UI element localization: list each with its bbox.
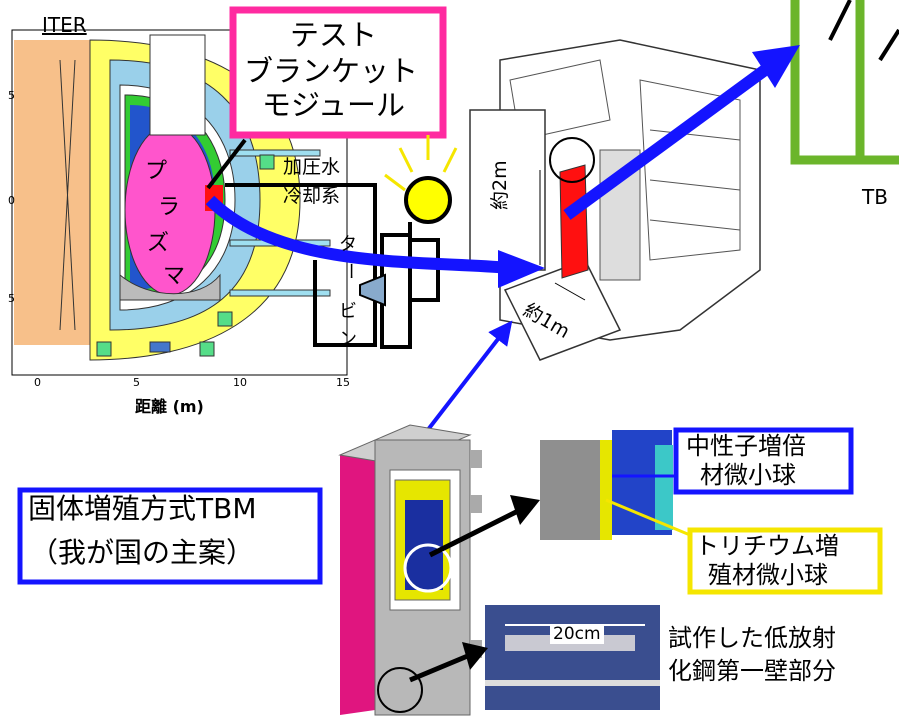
plasma-char: ズ bbox=[147, 231, 170, 256]
tbm-pipe bbox=[470, 450, 482, 468]
pebble-gray bbox=[540, 440, 605, 540]
neutron-box bbox=[673, 427, 854, 495]
shield-hatch bbox=[59, 59, 76, 331]
tbm-label-line: 固体増殖方式TBM bbox=[28, 492, 257, 525]
highlight-circle bbox=[549, 137, 595, 183]
light-ray bbox=[442, 147, 458, 173]
tritium-label: 殖材微小球 bbox=[708, 561, 828, 589]
x-tick: 10 bbox=[233, 376, 247, 389]
coil bbox=[96, 341, 112, 357]
blue-arrow-to-frame bbox=[563, 65, 769, 220]
blue-arrow-up bbox=[418, 320, 513, 442]
plasma-char: ラ bbox=[158, 195, 181, 220]
coil bbox=[149, 341, 171, 353]
neutron-label: 中性子増倍 bbox=[686, 432, 806, 460]
green-frame bbox=[790, 0, 899, 165]
y-tick: 5 bbox=[8, 89, 15, 102]
port-detail bbox=[639, 79, 741, 261]
highlight-circle bbox=[377, 667, 423, 713]
white-panel bbox=[469, 109, 546, 271]
outer-shield bbox=[14, 40, 94, 345]
turbine-frame bbox=[380, 233, 412, 349]
tbm-side bbox=[340, 440, 375, 715]
turbine-char: ー bbox=[339, 262, 361, 280]
turbine-body bbox=[408, 238, 440, 302]
x-tick: 0 bbox=[34, 376, 41, 389]
dim-line bbox=[554, 282, 586, 301]
x-tick: 5 bbox=[133, 376, 140, 389]
tbm-closeup-frame bbox=[790, 0, 899, 165]
turbine-char: ン bbox=[339, 329, 357, 350]
turbine-shape bbox=[359, 273, 386, 307]
tbm-pipe bbox=[470, 495, 482, 513]
arrow-head bbox=[510, 495, 540, 525]
divertor bbox=[119, 273, 221, 301]
coil bbox=[217, 311, 233, 327]
inner-line bbox=[828, 0, 852, 41]
port-detail bbox=[649, 219, 741, 231]
tritium-box bbox=[687, 527, 883, 595]
plasma-char: マ bbox=[163, 264, 186, 289]
white-panel bbox=[503, 259, 622, 361]
y-tick: 5 bbox=[8, 292, 15, 305]
y-tick: 0 bbox=[8, 194, 15, 207]
coil bbox=[259, 154, 275, 170]
black-arrow bbox=[409, 652, 471, 683]
first-wall-label: 化鋼第一壁部分 bbox=[668, 657, 836, 685]
highlight-circle bbox=[403, 543, 453, 593]
black-arrow bbox=[428, 507, 522, 558]
turbine-char: タ bbox=[339, 234, 357, 255]
arrow-head bbox=[498, 250, 545, 288]
light-ray bbox=[384, 173, 406, 192]
height-dim: 約2m bbox=[489, 160, 511, 210]
x-axis-label: 距離 (m) bbox=[135, 397, 204, 416]
pebble-cyan bbox=[655, 445, 673, 530]
port-plug-structure bbox=[469, 39, 761, 361]
port-detail bbox=[649, 179, 741, 191]
coolant-label: 加圧水 bbox=[283, 156, 341, 178]
tbm-label-line: （我が国の主案） bbox=[30, 536, 255, 569]
test-blanket-box bbox=[229, 6, 447, 139]
photo-ruler bbox=[485, 680, 660, 686]
central-solenoid bbox=[149, 34, 206, 136]
test-blanket-line: モジュール bbox=[262, 88, 405, 122]
test-blanket-line: ブランケット bbox=[244, 56, 419, 88]
red-module bbox=[559, 164, 589, 279]
tbm-label-box bbox=[17, 487, 323, 585]
cyan-lines bbox=[229, 289, 331, 297]
tbm-module bbox=[338, 424, 482, 716]
x-tick: 15 bbox=[336, 376, 350, 389]
coolant-loop bbox=[225, 183, 377, 347]
blue-arrow-to-port bbox=[205, 195, 511, 274]
tb-partial-label: TB bbox=[862, 185, 888, 209]
test-blanket-line: テスト bbox=[290, 18, 378, 52]
coolant-label: 冷却系 bbox=[283, 185, 341, 207]
plasma-char: プ bbox=[145, 159, 168, 184]
iter-label: ITER bbox=[42, 13, 87, 37]
photo-dim-label: 20cm bbox=[550, 625, 604, 644]
pointer-line bbox=[206, 138, 247, 190]
inner-line bbox=[878, 28, 899, 62]
first-wall-label: 試作した低放射 bbox=[668, 624, 836, 652]
neutron-label: 材微小球 bbox=[700, 461, 796, 489]
label-pointer bbox=[605, 498, 691, 537]
photo-bg bbox=[485, 605, 660, 710]
generator bbox=[359, 135, 458, 349]
port-detail bbox=[649, 129, 741, 141]
first-wall-photo bbox=[485, 605, 660, 710]
pebble-yellow bbox=[600, 440, 612, 540]
turbine-char: ビ bbox=[339, 301, 357, 322]
arrow-head bbox=[462, 642, 488, 670]
light-ray bbox=[398, 147, 414, 173]
tritium-label: トリチウム増 bbox=[695, 532, 839, 560]
coil bbox=[199, 341, 215, 357]
pebble-bed bbox=[540, 430, 673, 540]
bulb-icon bbox=[404, 176, 452, 224]
arrow-head bbox=[752, 45, 800, 88]
cyan-lines bbox=[229, 149, 321, 157]
